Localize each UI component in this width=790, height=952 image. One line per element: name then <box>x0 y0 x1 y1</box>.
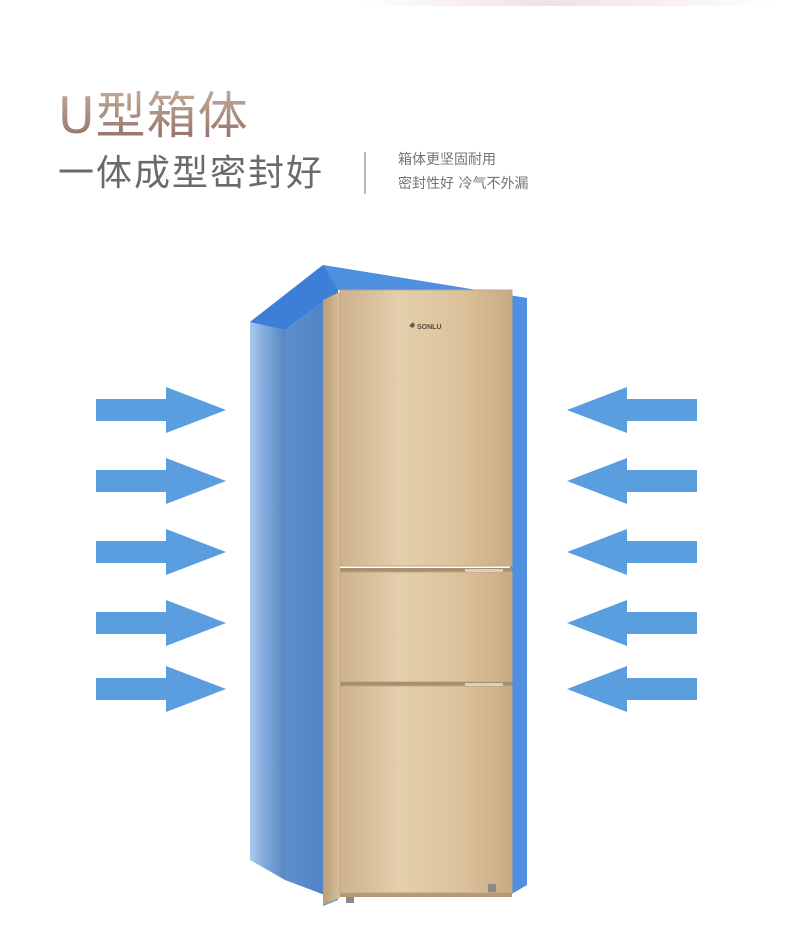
brand-logo-text: SONLU <box>417 324 442 331</box>
arrow-left-icon <box>567 458 697 504</box>
arrow-right-icon <box>96 458 226 504</box>
arrow-right-icon <box>96 600 226 646</box>
foot-right <box>488 884 496 892</box>
brand-logo: SONLU <box>409 322 442 331</box>
top-decorative-strip <box>360 0 780 6</box>
deer-icon <box>409 322 415 328</box>
door-gap-1 <box>340 568 512 572</box>
description-line-2: 密封性好 冷气不外漏 <box>398 176 529 192</box>
bottom-door <box>339 685 513 894</box>
handle-bottom <box>465 683 503 686</box>
headline-subtitle: 一体成型密封好 <box>58 153 325 194</box>
handle-top <box>465 569 503 572</box>
arrow-right-icon <box>96 387 226 433</box>
arrow-left-icon <box>567 529 697 575</box>
fridge-side-panel <box>323 292 340 905</box>
arrow-left-icon <box>567 600 697 646</box>
arrow-right-icon <box>96 529 226 575</box>
arrow-left-icon <box>567 666 697 712</box>
left-arrows <box>96 387 226 712</box>
arrow-left-icon <box>567 387 697 433</box>
headline-title: U型箱体 <box>58 87 249 145</box>
foot-left <box>346 897 354 903</box>
right-arrows <box>567 387 697 712</box>
middle-door <box>339 571 513 683</box>
description-line-1: 箱体更坚固耐用 <box>398 152 496 168</box>
top-door <box>339 289 513 567</box>
fridge-body <box>339 289 513 903</box>
arrow-right-icon <box>96 666 226 712</box>
divider-line <box>364 152 366 194</box>
door-gap-2 <box>340 682 512 686</box>
